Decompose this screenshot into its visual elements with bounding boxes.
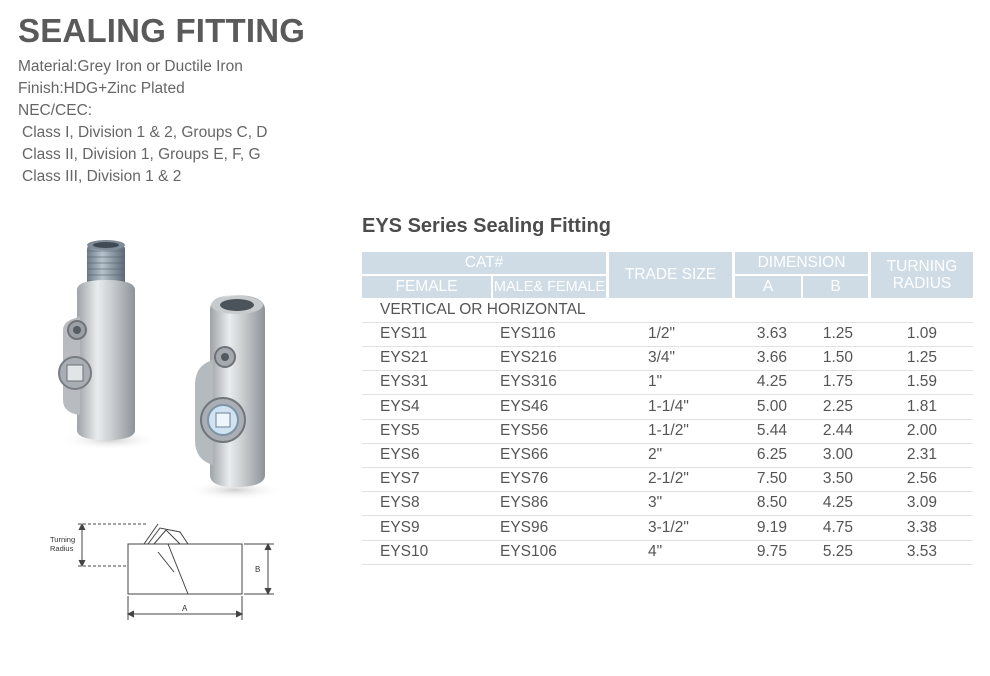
header-turning-radius: TURNING RADIUS — [871, 252, 973, 298]
cell-trade-size: 1" — [648, 373, 663, 391]
cell-dim-a: 4.25 — [756, 373, 787, 391]
diagram-turning-label: Turning — [50, 535, 75, 544]
cell-dim-b: 1.50 — [822, 349, 853, 367]
cell-female: EYS6 — [380, 446, 420, 463]
cell-dim-b: 4.75 — [822, 518, 853, 536]
section-row: VERTICAL OR HORIZONTAL — [362, 298, 973, 323]
cell-female: EYS9 — [380, 518, 420, 536]
cell-male-female: EYS316 — [500, 373, 557, 391]
page-title: SEALING FITTING — [18, 12, 306, 49]
table-row: EYS10 EYS106 4" 9.75 5.25 3.53 — [362, 540, 973, 565]
table-title: EYS Series Sealing Fitting — [362, 215, 611, 237]
cell-turning-radius: 2.00 — [906, 421, 937, 439]
table-row: EYS6 EYS66 2" 6.25 3.00 2.31 — [362, 443, 973, 468]
header-a: A — [735, 276, 801, 298]
table-row: EYS7 EYS76 2-1/2" 7.50 3.50 2.56 — [362, 467, 973, 493]
cell-trade-size: 2-1/2" — [648, 470, 689, 488]
cell-trade-size: 1/2" — [648, 325, 676, 342]
table-row: EYS5 EYS56 1-1/2" 5.44 2.44 2.00 — [362, 419, 973, 444]
table-row: EYS11 EYS116 1/2" 3.63 1.25 1.09 — [362, 322, 973, 347]
diagram-dim-a: A — [182, 604, 188, 613]
cell-male-female: EYS96 — [500, 518, 549, 536]
cell-trade-size: 3-1/2" — [648, 518, 689, 536]
cell-dim-a: 9.19 — [756, 518, 787, 536]
diagram-dim-b: B — [255, 565, 260, 574]
header-male-female: MALE& FEMALE — [493, 276, 606, 298]
cell-male-female: EYS46 — [500, 397, 549, 415]
header-trade-size: TRADE SIZE — [609, 252, 732, 298]
cell-dim-a: 7.50 — [756, 470, 787, 488]
cell-male-female: EYS216 — [500, 349, 557, 367]
header-b: B — [803, 276, 868, 298]
cell-male-female: EYS76 — [500, 470, 549, 488]
spec-finish: Finish:HDG+Zinc Plated — [18, 80, 185, 97]
cell-dim-a: 8.50 — [756, 494, 787, 512]
cell-female: EYS21 — [380, 349, 429, 367]
cell-dim-b: 2.25 — [822, 397, 853, 415]
cell-dim-a: 5.44 — [756, 421, 787, 439]
cell-female: EYS11 — [380, 325, 428, 342]
cell-trade-size: 1-1/2" — [648, 421, 689, 439]
diagram-radius-label: Radius — [50, 544, 74, 553]
table-row: EYS8 EYS86 3" 8.50 4.25 3.09 — [362, 491, 973, 517]
spec-class-1: Class I, Division 1 & 2, Groups C, D — [22, 124, 268, 141]
cell-turning-radius: 1.25 — [906, 349, 937, 367]
product-photo — [58, 240, 283, 500]
table-row: EYS31 EYS316 1" 4.25 1.75 1.59 — [362, 370, 973, 396]
table-row: EYS4 EYS46 1-1/4" 5.00 2.25 1.81 — [362, 395, 973, 420]
dimension-diagram: Turning Radius B A — [50, 522, 274, 620]
cell-female: EYS4 — [380, 397, 420, 415]
cell-trade-size: 3/4" — [648, 349, 676, 367]
cell-turning-radius: 1.59 — [906, 373, 937, 391]
cell-female: EYS7 — [380, 470, 420, 488]
cell-turning-radius: 2.56 — [906, 470, 937, 488]
spec-nec: NEC/CEC: — [18, 102, 93, 119]
cell-dim-a: 5.00 — [756, 397, 787, 415]
cell-dim-b: 5.25 — [822, 542, 853, 560]
cell-male-female: EYS116 — [500, 325, 556, 342]
header-female: FEMALE — [362, 276, 491, 298]
cell-dim-a: 3.63 — [756, 325, 787, 342]
header-dimension: DIMENSION — [735, 252, 868, 274]
cell-dim-b: 3.00 — [822, 446, 853, 463]
cell-dim-b: 2.44 — [822, 421, 853, 439]
cell-turning-radius: 3.53 — [906, 542, 937, 560]
cell-female: EYS5 — [380, 421, 420, 439]
cell-male-female: EYS66 — [500, 446, 549, 463]
cell-male-female: EYS86 — [500, 494, 549, 512]
cell-turning-radius: 3.38 — [906, 518, 937, 536]
spec-class-3: Class III, Division 1 & 2 — [22, 168, 182, 185]
cell-turning-radius: 1.81 — [906, 397, 937, 415]
cell-female: EYS31 — [380, 373, 429, 391]
cell-trade-size: 4" — [648, 542, 663, 560]
cell-trade-size: 2" — [648, 446, 663, 463]
cell-turning-radius: 3.09 — [906, 494, 937, 512]
cell-female: EYS10 — [380, 542, 429, 560]
header-turning-line1: TURNING — [886, 257, 958, 275]
cell-dim-a: 9.75 — [756, 542, 787, 560]
cell-dim-b: 1.75 — [822, 373, 853, 391]
spec-class-2: Class II, Division 1, Groups E, F, G — [22, 146, 261, 163]
cell-turning-radius: 2.31 — [906, 446, 937, 463]
cell-dim-a: 6.25 — [756, 446, 787, 463]
cell-turning-radius: 1.09 — [906, 325, 937, 342]
table-row: EYS9 EYS96 3-1/2" 9.19 4.75 3.38 — [362, 516, 973, 541]
table-row: EYS21 EYS216 3/4" 3.66 1.50 1.25 — [362, 346, 973, 372]
section-label: VERTICAL OR HORIZONTAL — [380, 301, 586, 318]
cell-dim-a: 3.66 — [756, 349, 787, 367]
spec-material: Material:Grey Iron or Ductile Iron — [18, 58, 243, 75]
cell-trade-size: 1-1/4" — [648, 397, 689, 415]
cell-dim-b: 4.25 — [822, 494, 853, 512]
cell-dim-b: 1.25 — [822, 325, 853, 342]
cell-trade-size: 3" — [648, 494, 663, 512]
header-cat: CAT# — [362, 252, 606, 274]
cell-male-female: EYS106 — [500, 542, 557, 560]
cell-dim-b: 3.50 — [822, 470, 853, 488]
cell-male-female: EYS56 — [500, 421, 549, 439]
cell-female: EYS8 — [380, 494, 420, 512]
header-turning-line2: RADIUS — [892, 275, 952, 292]
